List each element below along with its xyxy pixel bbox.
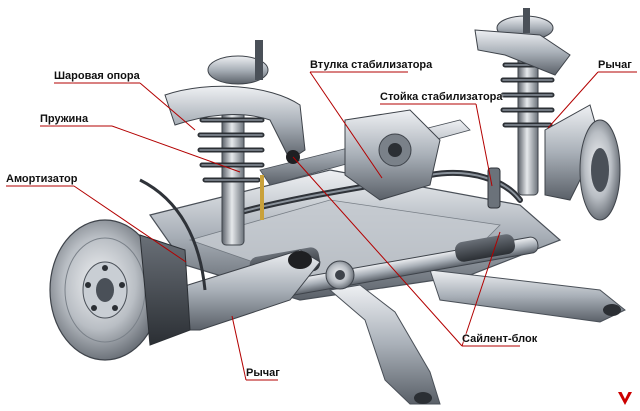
leader-lines <box>6 71 637 381</box>
label-lever-bottom: Рычаг <box>246 367 280 379</box>
leader-shock-diag <box>73 185 187 263</box>
leader-lever-right-diag <box>547 71 599 129</box>
label-spring: Пружина <box>40 113 89 125</box>
leader-spring-diag <box>111 125 241 173</box>
label-silent-block: Сайлент-блок <box>462 333 538 345</box>
leader-silent-block-diag-2 <box>461 231 501 347</box>
leader-lever-bottom-diag <box>231 315 247 381</box>
engine-mount <box>344 109 441 201</box>
leader-link-diag <box>475 103 493 187</box>
label-stabilizer-link: Стойка стабилизатора <box>380 91 503 103</box>
label-ball-joint: Шаровая опора <box>54 70 140 82</box>
leader-bushing-diag <box>309 71 383 179</box>
right-strut <box>474 8 621 221</box>
left-brake-disc <box>49 219 191 361</box>
v-logo-icon <box>618 392 632 405</box>
label-shock-absorber: Амортизатор <box>6 173 78 185</box>
leader-silent-block-diag-1 <box>292 156 463 347</box>
label-lever-right: Рычаг <box>598 59 632 71</box>
leader-ball-joint-diag <box>139 82 196 131</box>
label-stabilizer-bushing: Втулка стабилизатора <box>310 59 433 71</box>
